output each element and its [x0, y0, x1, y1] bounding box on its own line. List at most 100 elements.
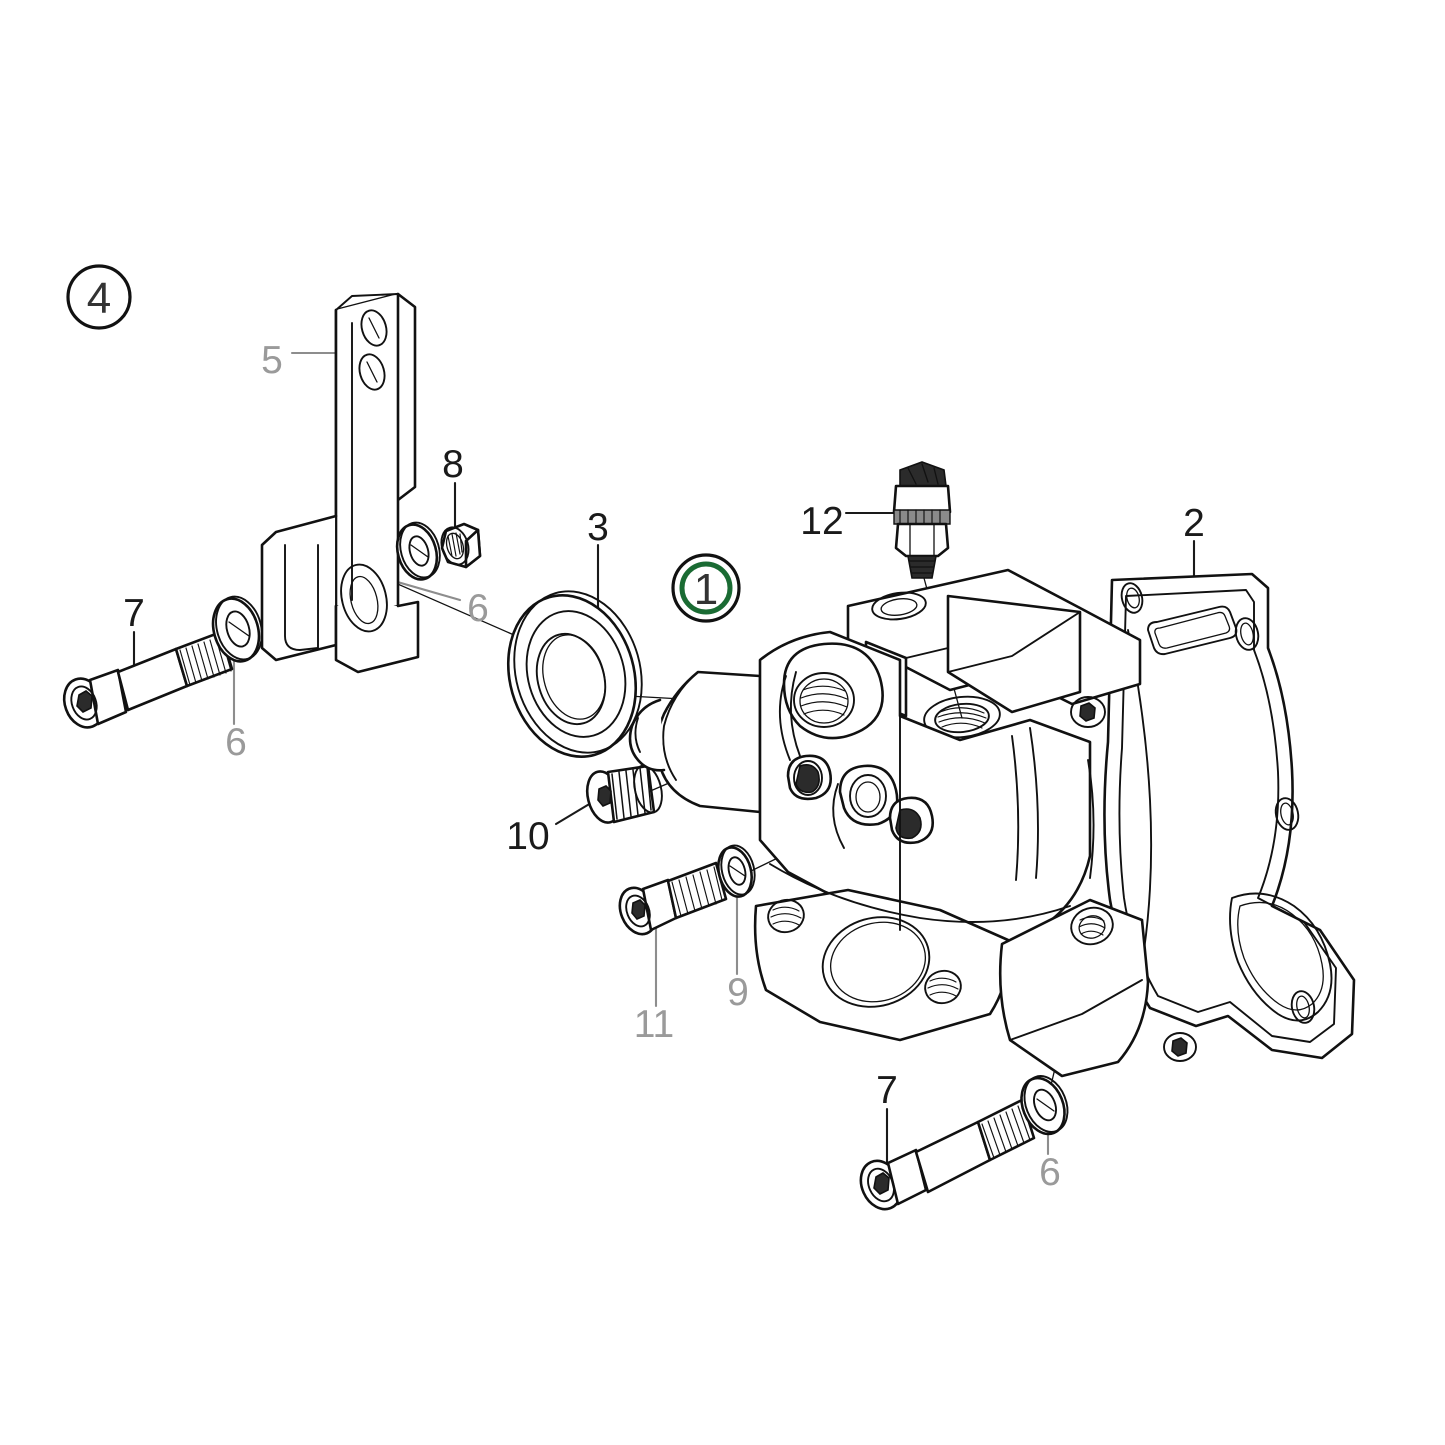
flange2-hole-right-upper [1234, 617, 1260, 651]
sensor12-knurl-band [893, 509, 951, 525]
housing-boss-upper-threads [800, 685, 848, 716]
part-1-pump-housing [628, 568, 1197, 1078]
part-6a-flat-washer [395, 521, 441, 581]
callout-1-highlight-ring [679, 561, 733, 615]
housing-flange-hole-left [767, 898, 805, 934]
flange2-inner-contour [1118, 589, 1337, 1043]
sensor12-connector-detail-3 [933, 467, 939, 485]
housing-lower-right-ear [998, 898, 1150, 1078]
bracket-slot-hole-lower-inner [366, 361, 378, 383]
housing-insitu-screw-upper [1070, 696, 1106, 728]
label-5: 5 [261, 339, 283, 382]
washer6b-bore [225, 610, 251, 648]
bracket-base-hole-inner [349, 575, 379, 625]
housing-plug-boss-left-plug [795, 764, 820, 794]
label-9: 9 [727, 971, 749, 1014]
part-7b-socket-head-cap-screw [859, 1098, 1036, 1211]
washer9-outer-2 [720, 844, 756, 896]
label-6a: 6 [467, 587, 489, 630]
screw7b-thread-body [976, 1098, 1036, 1162]
label-7a: 7 [123, 592, 145, 635]
washer6a-bore [408, 535, 430, 567]
housing-contour-lower [769, 863, 1071, 923]
screw7a-head-rim [70, 685, 98, 721]
housing-ear-boss-hole [1070, 906, 1114, 946]
screw7a-threads [179, 635, 232, 686]
bracket-base-hole-outer [340, 563, 388, 633]
flange2-kidney-opening [1229, 892, 1333, 1022]
washer6a-outer-2 [399, 521, 441, 579]
label-3: 3 [587, 506, 609, 549]
housing-deck-hole-left-inner [880, 598, 918, 616]
bracket-foot-slot [284, 544, 319, 651]
label-11: 11 [634, 1003, 675, 1046]
housing-insitu-screw-upper-socket [1079, 702, 1096, 722]
callout-4-ring [66, 264, 132, 330]
housing-boss-upper-shoulder-2 [789, 671, 801, 757]
seal3-outer-face-2 [513, 590, 643, 754]
housing-rib-a [1011, 735, 1020, 881]
flange2-hole-right-mid [1274, 797, 1300, 831]
housing-barrel-nose [662, 671, 699, 781]
washer6c-bore-fold [1036, 1098, 1055, 1112]
screw7b-threads [981, 1105, 1031, 1159]
housing-boss-upper-shoulder [778, 675, 791, 761]
sensor12-spigot-threads [908, 560, 936, 574]
screw7a-head-body [88, 668, 128, 726]
housing-boss-mid-bore [849, 774, 887, 818]
flange2-hole-topleft [1120, 582, 1144, 614]
leader-lines [132, 351, 1196, 1165]
housing-lower-flange-opening [821, 916, 931, 1008]
sensor12-knurl-lines [899, 509, 941, 525]
housing-lower-flange-opening-inner [829, 921, 927, 1003]
bracket-lower-arm [260, 514, 338, 662]
part-12-pressure-sensor [892, 461, 952, 579]
label-6b: 6 [225, 721, 247, 764]
flange2-outline [1103, 572, 1356, 1060]
housing-plug-boss-left-hole [793, 760, 823, 796]
flange2-slot-outer [1147, 605, 1238, 656]
washer9-bore [727, 856, 747, 886]
seal3-bore-inner [542, 634, 606, 720]
seal3-outer-face [506, 594, 638, 758]
plug10-hex-socket [597, 785, 612, 807]
housing-ear-boss-hole-inner [1078, 915, 1106, 939]
bracket-slot-hole-lower [358, 353, 386, 391]
screw11-hex-socket [631, 899, 646, 920]
washer6b-outer-2 [215, 595, 263, 661]
housing-flange-hole-bottom-threads [927, 977, 959, 997]
callout-4-number: 4 [87, 274, 111, 323]
part-5-mounting-bracket [260, 292, 420, 674]
housing-sensor-boss-edge [905, 647, 949, 659]
sensor12-connector-detail-1 [907, 467, 917, 485]
flange2-hole-right-mid-inner [1280, 802, 1294, 826]
housing-sensor-port-threads [937, 707, 987, 729]
label-10: 10 [506, 815, 549, 858]
washer6c-bore [1033, 1088, 1057, 1122]
housing-boss-upper-bore-inner [799, 678, 849, 724]
part-9-flat-washer-small [717, 844, 756, 898]
part-11-socket-head-cap-screw-short [618, 861, 728, 936]
callout-1-number: 1 [694, 565, 718, 614]
nut8-side [464, 528, 482, 569]
screw7b-head-rim [867, 1167, 895, 1203]
housing-sensor-port-inner [934, 702, 990, 734]
washer6a-bore-fold [410, 544, 429, 558]
washer9-bore-fold [729, 865, 746, 877]
label-12: 12 [800, 500, 843, 543]
sensor12-hex-body [894, 522, 950, 558]
callout-4[interactable]: 4 [66, 264, 132, 330]
part-6c-flat-washer [1020, 1075, 1069, 1136]
screw11-threads [671, 866, 723, 917]
bracket-slot-hole-upper [360, 309, 388, 347]
housing-boss-upper-bore [793, 672, 855, 728]
label-8: 8 [442, 443, 464, 486]
part-number-labels: 5 8 3 12 2 6 7 6 10 9 11 7 6 [123, 339, 1205, 1194]
callout-1[interactable]: 1 [671, 553, 741, 623]
housing-contour-side [1087, 759, 1095, 879]
flange2-hole-right-upper-inner [1240, 622, 1254, 646]
housing-deck-hole-left [871, 591, 927, 621]
housing-insitu-screw-lower [1163, 1032, 1197, 1062]
label-6c: 6 [1039, 1151, 1061, 1194]
